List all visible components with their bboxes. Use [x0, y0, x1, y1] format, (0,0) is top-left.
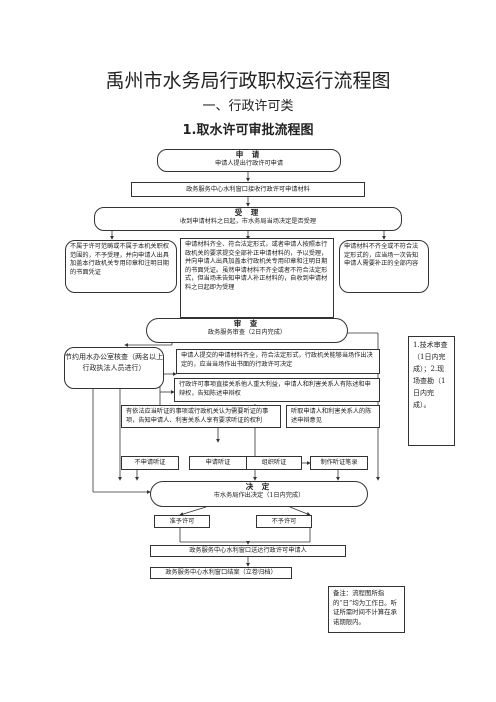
accept-heading: 受 理: [234, 208, 262, 217]
interest-node: 行政许可事项直接关系他人重大利益，申请人和利害关系人有陈述和申辩权，告知陈述申辩…: [174, 378, 380, 402]
apply-node: 申 请 申请人提出行政许可申请: [157, 149, 341, 172]
grant-node: 准予许可: [154, 515, 210, 528]
review-heading: 审 查: [233, 319, 261, 328]
review-ok-node: 申请人提交的申请材料齐全，符合法定形式，行政机关能够当场作出决定的，应当当场作出…: [176, 349, 380, 374]
accept-ok-node: 申请材料齐全、符合法定形式，或者申请人按照本行政机关的要求提交全部补正申请材料的…: [180, 238, 334, 318]
remark-node: 备注：流程图所指的“日”均为工作日。听证所需时间不计算在承诺期限内。: [328, 586, 405, 633]
left-check-node: 节约用水办公室核查（两名以上行政执法人员进行）: [64, 347, 164, 389]
accept-node: 受 理 收到申请材料之日起，市水务局当场决定是否受理: [94, 207, 402, 231]
deliver-node: 政务服务中心水利窗口送达行政许可申请人: [150, 545, 346, 557]
hearing-record-node: 制作听证笔录: [310, 456, 368, 470]
archive-node: 政务服务中心水利窗口结案（立卷归档）: [150, 567, 292, 579]
review-node: 审 查 政务服务审查（2日内完成）: [146, 318, 348, 343]
deny-node: 不予许可: [256, 515, 312, 528]
receive-node: 政务服务中心水利窗口接收行政许可申请材料: [131, 182, 365, 197]
accept-text: 收到申请材料之日起，市水务局当场决定是否受理: [179, 218, 317, 225]
decide-text: 市水务局作出决定（1日内完成）: [213, 492, 305, 499]
apply-heading: 申 请: [235, 150, 263, 159]
review-text: 政务服务审查（2日内完成）: [207, 329, 287, 336]
section-heading: 一、行政许可类: [202, 99, 294, 114]
page-title: 禹州市水务局行政职权运行流程图: [105, 70, 391, 92]
technical-review-node: 1.技术审查（1日内完成）；2.现场查勘（1日内完成）。: [408, 336, 455, 446]
apply-text: 申请人提出行政许可申请: [214, 160, 284, 167]
hearing-notice-node: 有依法应当听证的事项或行政机关认为需要听证的事项，告知申请人、利害关系人享有要求…: [121, 405, 281, 428]
statement-node: 听取申请人和利害关系人的陈述申辩意见: [286, 405, 380, 428]
organize-hearing-node: 组织听证: [246, 456, 302, 470]
no-hearing-node: 不申请听证: [121, 456, 179, 470]
chart-title: 1.取水许可审批流程图: [182, 123, 314, 138]
decide-node: 决 定 市水务局作出决定（1日内完成）: [150, 481, 368, 507]
supplement-node: 申请材料不齐全或不符合法定形式的，应当场一次告知申请人需要补正的全部内容: [339, 240, 429, 293]
decide-heading: 决 定: [245, 482, 273, 491]
reject-node: 不属于许可范畴或不属于本机关职权范围的，不予受理，并向申请人出具加盖本行政机关专…: [65, 240, 177, 293]
apply-hearing-node: 申请听证: [189, 456, 247, 470]
